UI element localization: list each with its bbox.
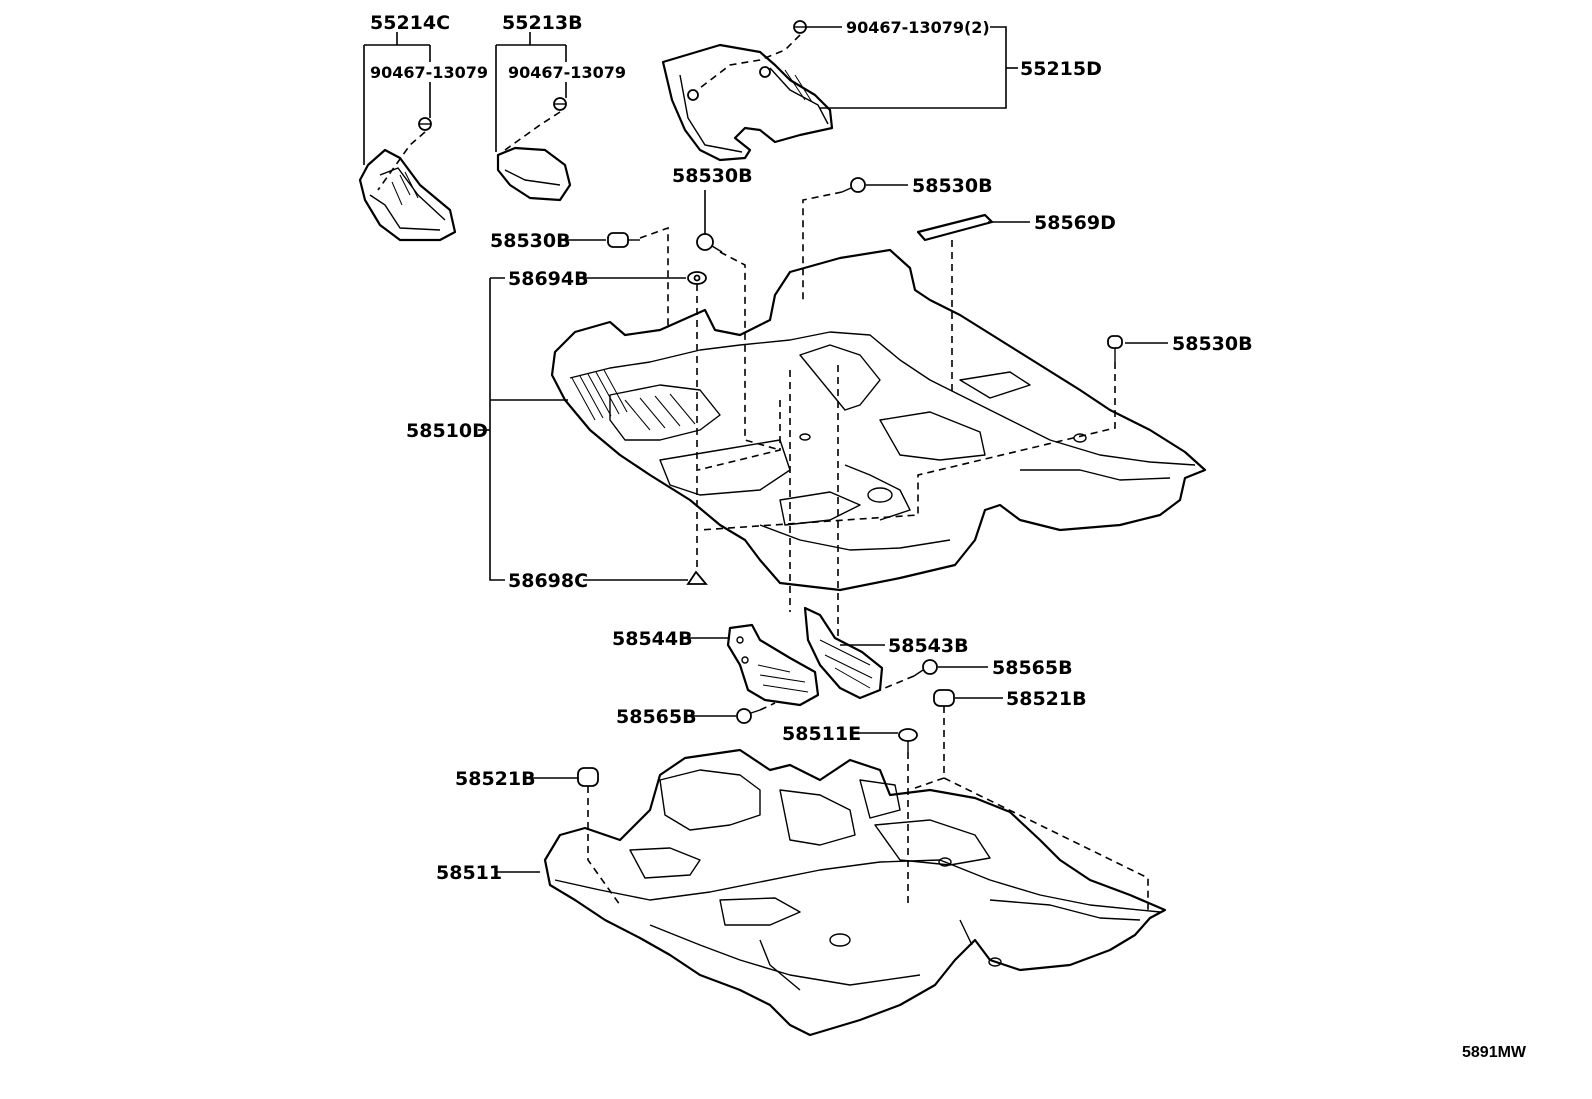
- label-58510D: 58510D: [406, 420, 488, 442]
- label-55213B: 55213B: [502, 12, 583, 34]
- label-58530B-far-right: 58530B: [1172, 333, 1253, 355]
- label-55214C: 55214C: [370, 12, 450, 34]
- label-58521B-right: 58521B: [1006, 688, 1087, 710]
- part-58511[interactable]: [543, 748, 1167, 1037]
- label-58530B-top: 58530B: [672, 165, 753, 187]
- label-58543B: 58543B: [888, 635, 969, 657]
- carpet-hatch-area: [571, 369, 696, 431]
- label-58698C: 58698C: [508, 570, 588, 592]
- label-90467-c: 90467-13079(2): [846, 18, 990, 37]
- clip-55215-inner-b[interactable]: [759, 66, 771, 78]
- clip-58521B-a[interactable]: [933, 689, 955, 707]
- label-90467-b: 90467-13079: [508, 63, 626, 82]
- label-58565B-left: 58565B: [616, 706, 697, 728]
- clip-58694B[interactable]: [687, 271, 707, 285]
- part-55213B[interactable]: [496, 146, 572, 202]
- clip-58521B-b[interactable]: [577, 767, 599, 787]
- part-55215D[interactable]: [661, 43, 834, 162]
- diagram-code: 5891MW: [1462, 1044, 1527, 1061]
- clip-58565B-a[interactable]: [913, 659, 938, 677]
- part-58544B[interactable]: [726, 623, 820, 707]
- clip-55215-inner-a[interactable]: [687, 89, 699, 101]
- label-58569D: 58569D: [1034, 212, 1116, 234]
- clip-58530B-b[interactable]: [696, 233, 723, 253]
- clip-58530B-a[interactable]: [607, 232, 640, 248]
- label-58511E: 58511E: [782, 723, 861, 745]
- label-58511: 58511: [436, 862, 502, 884]
- clip-90467-a[interactable]: [418, 117, 432, 131]
- clip-58511E[interactable]: [898, 728, 918, 752]
- clip-58565B-b[interactable]: [736, 708, 761, 724]
- leader-lines: [363, 26, 1168, 873]
- assembly-dashed-lines: [377, 34, 1149, 910]
- label-58565B-right: 58565B: [992, 657, 1073, 679]
- label-58530B-right: 58530B: [912, 175, 993, 197]
- label-55215D: 55215D: [1020, 58, 1102, 80]
- label-58694B: 58694B: [508, 268, 589, 290]
- clip-90467-b[interactable]: [553, 97, 567, 111]
- label-58530B-left: 58530B: [490, 230, 571, 252]
- clip-58698C[interactable]: [686, 570, 708, 585]
- label-58521B-left: 58521B: [455, 768, 536, 790]
- clip-58530B-c[interactable]: [841, 177, 866, 193]
- clip-58530B-d[interactable]: [1107, 335, 1123, 362]
- part-58510D[interactable]: [550, 248, 1207, 592]
- label-58544B: 58544B: [612, 628, 693, 650]
- part-55214C[interactable]: [358, 148, 457, 242]
- part-58569D[interactable]: [916, 213, 994, 242]
- clip-90467-c[interactable]: [793, 20, 807, 34]
- label-90467-a: 90467-13079: [370, 63, 488, 82]
